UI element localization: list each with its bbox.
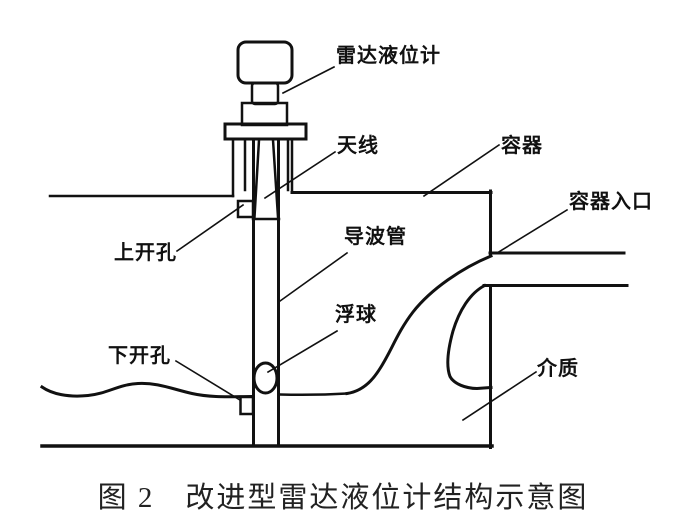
inlet-stream-inner-curve [446,283,493,391]
label-upper-opening: 上开孔 [114,242,177,264]
gauge-head [236,40,294,85]
inlet-stream-outer-curve [345,254,493,396]
lower-opening-port [239,395,255,416]
antenna-horn [251,138,281,221]
leader-medium [461,370,538,422]
label-vessel-inlet: 容器入口 [569,191,653,213]
upper-opening-port [236,199,255,219]
leader-vessel [422,143,501,198]
label-medium: 介质 [537,358,579,380]
mounting-flange [223,122,308,141]
leader-lower-opening [174,359,242,402]
collar-inner-lines [243,137,290,192]
roof-nozzle-walls [231,137,294,198]
figure-caption: 图 2 改进型雷达液位计结构示意图 [97,482,589,514]
waveguide-tube [252,137,280,448]
liquid-surface-wavy [39,381,254,399]
label-float-ball: 浮球 [335,304,377,326]
inlet-pipe [482,251,629,287]
label-radar-gauge: 雷达液位计 [336,45,441,67]
label-lower-opening: 下开孔 [108,345,171,367]
float-ball-shape [252,361,279,395]
leader-antenna [263,150,337,200]
leader-waveguide [278,251,349,303]
gauge-body-block [240,101,289,127]
leader-radar-gauge [281,65,336,95]
liquid-surface-right [278,392,349,396]
leader-vessel-inlet [495,208,569,255]
gauge-neck [250,81,280,106]
label-waveguide: 导波管 [344,226,407,248]
leader-float-ball [266,329,339,374]
leader-upper-opening [175,203,245,253]
label-antenna: 天线 [337,135,379,157]
label-vessel: 容器 [501,135,543,157]
